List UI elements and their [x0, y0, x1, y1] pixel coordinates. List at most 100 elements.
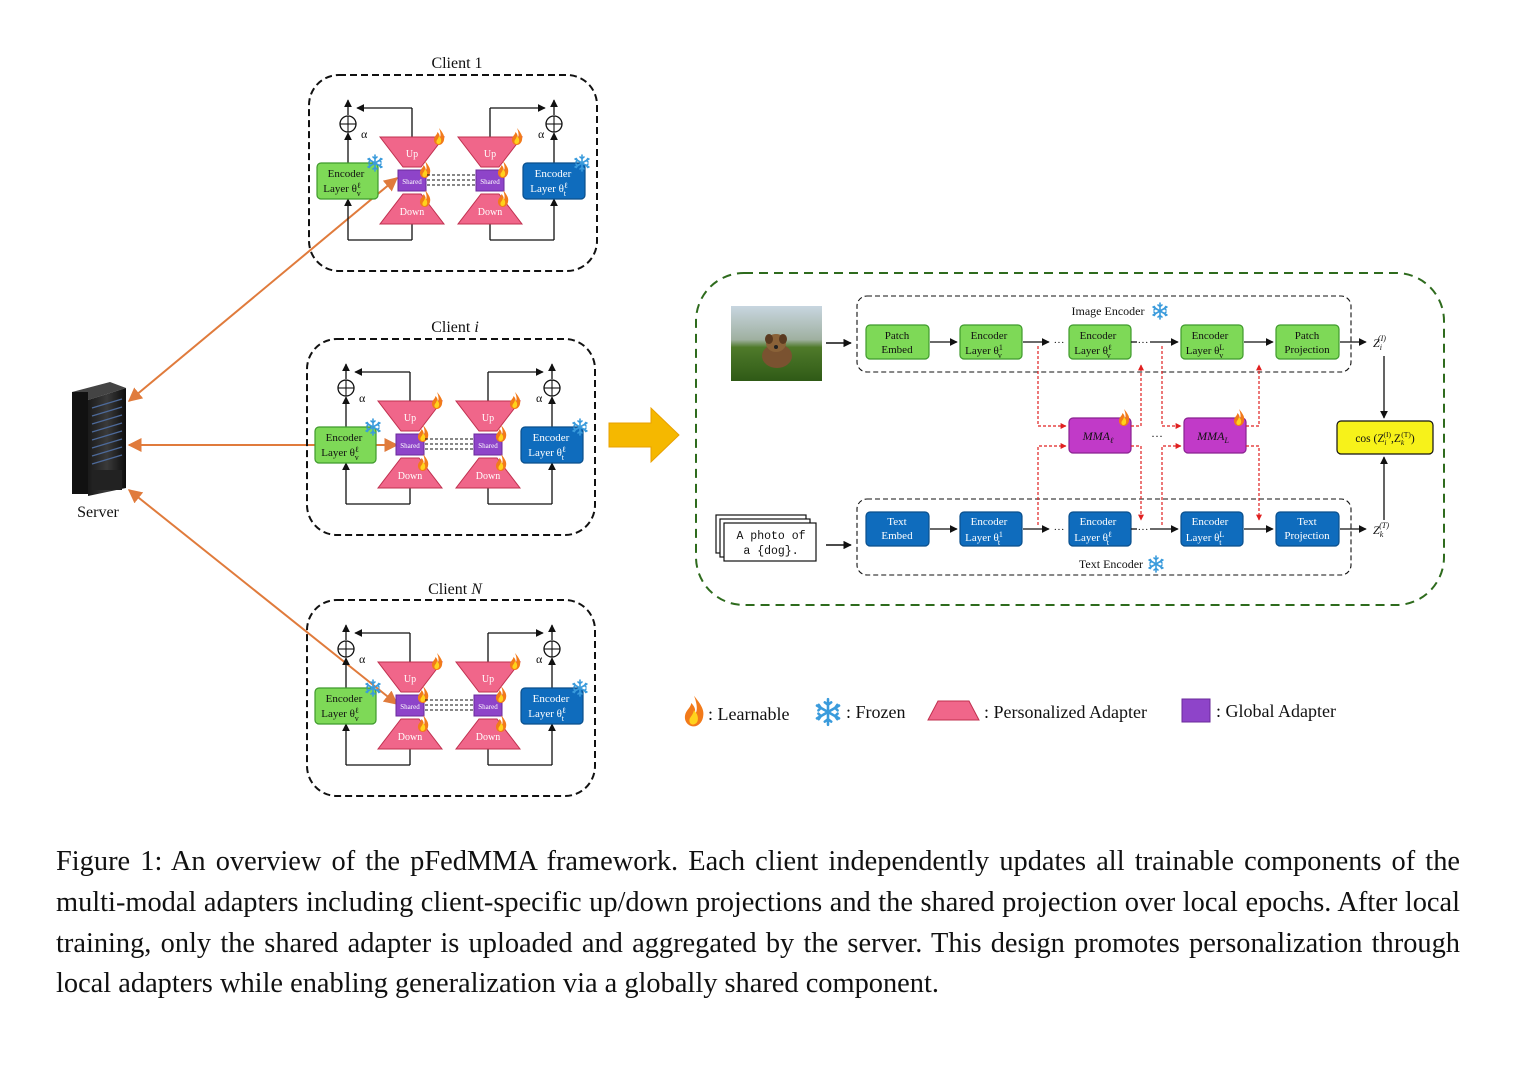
svg-text:Layer θ1t: Layer θ1t: [965, 530, 1003, 547]
enc-label: Layer θ: [965, 532, 999, 544]
flame-icon: [433, 128, 445, 145]
shared-link: [425, 438, 473, 450]
up-projection: [378, 136, 446, 168]
up-label: Up: [404, 674, 416, 685]
shared-label: Shared: [478, 442, 498, 450]
svg-text:Zk(T): Zk(T): [1373, 521, 1389, 539]
flame-icon: [509, 392, 521, 409]
enc-label: Encoder: [971, 516, 1008, 528]
encoder-layer-v-box: [316, 162, 379, 200]
cosine-similarity-box: [1336, 420, 1434, 455]
encoder-v-line1: Encoder: [326, 432, 363, 444]
enc-label: Encoder: [1080, 516, 1117, 528]
image-encoder-label: Image Encoder: [1072, 304, 1145, 318]
mma-L-box: [1183, 417, 1247, 454]
text-prompt-line2: a {dog}.: [743, 545, 798, 558]
flame-icon: [497, 190, 509, 207]
down-projection: [456, 193, 524, 225]
up-label: Up: [404, 413, 416, 424]
svg-text:MMAL: MMAL: [1196, 429, 1229, 445]
mma-l-label: MMA: [1082, 429, 1111, 443]
sub: t: [1107, 538, 1110, 547]
figure-caption: Figure 1: An overview of the pFedMMA fra…: [56, 846, 1460, 1000]
sub: t: [562, 453, 565, 462]
sub: t: [564, 189, 567, 198]
svg-text:Layer θℓt: Layer θℓt: [530, 181, 568, 198]
dots: ···: [1054, 337, 1065, 349]
down-label: Down: [400, 207, 424, 218]
text-projection-box: [1275, 511, 1340, 547]
flame-icon: [431, 392, 443, 409]
shared-label: Shared: [478, 703, 498, 711]
alpha-label: α: [359, 391, 366, 405]
text-encoder-layer-1: [959, 511, 1023, 547]
alpha-label: α: [361, 127, 368, 141]
text-embed-box: [865, 511, 930, 547]
server-icon: [72, 382, 126, 496]
sub: v: [355, 453, 359, 462]
enc-label: Encoder: [1080, 330, 1117, 342]
sup: (I): [1378, 334, 1386, 343]
sup: ℓ: [562, 445, 566, 454]
encoder-v-line2: Layer θ: [323, 183, 357, 195]
shared-label: Shared: [480, 178, 500, 186]
flame-icon: [511, 128, 523, 145]
svg-text:Layer θ1v: Layer θ1v: [965, 343, 1003, 360]
client-title-var: i: [474, 319, 478, 336]
down-label: Down: [476, 471, 500, 482]
encoder-layer-v-box: [314, 426, 377, 464]
dots: ···: [1138, 524, 1149, 536]
down-projection: [454, 457, 522, 489]
svg-text:Zi(I): Zi(I): [1373, 334, 1386, 352]
client-title: Client i: [431, 319, 479, 336]
sup: (T): [1401, 430, 1411, 439]
mma-l-box: [1068, 417, 1132, 454]
snowflake-icon: [815, 697, 841, 727]
flame-icon: [495, 454, 507, 471]
enc-label: Layer θ: [1186, 345, 1220, 357]
down-label: Down: [478, 207, 502, 218]
svg-text:MMAℓ: MMAℓ: [1082, 429, 1114, 445]
flame-icon: [495, 715, 507, 732]
flame-icon: [417, 454, 429, 471]
svg-text:Layer θLt: Layer θLt: [1186, 530, 1225, 547]
flame-icon: [1233, 409, 1245, 426]
flame-icon: [1118, 409, 1130, 426]
shared-link: [425, 699, 473, 711]
up-projection: [454, 400, 522, 432]
shared-adapter: [473, 694, 503, 717]
sup: ℓ: [1108, 343, 1112, 352]
up-projection: [376, 661, 444, 693]
image-encoder-layer-1: [959, 324, 1023, 360]
up-label: Up: [482, 674, 494, 685]
cos-close: ): [1411, 433, 1415, 445]
svg-text:Layer θℓv: Layer θℓv: [321, 706, 359, 723]
sub: ℓ: [1110, 436, 1114, 445]
personalized-adapter-swatch: [927, 700, 980, 721]
down-projection: [376, 457, 444, 489]
text-embed-line2: Embed: [881, 530, 913, 542]
server-label: Server: [77, 504, 119, 521]
legend-frozen: : Frozen: [846, 702, 905, 722]
encoder-t-line2: Layer θ: [530, 183, 564, 195]
image-encoder-box: [856, 295, 1352, 373]
sub: t: [562, 714, 565, 723]
encoder-layer-v-box: [314, 687, 377, 725]
shared-label: Shared: [400, 703, 420, 711]
cos-comma: ,Z: [1391, 433, 1401, 445]
legend-learnable: : Learnable: [708, 704, 789, 724]
client-title-prefix: Client: [428, 581, 471, 598]
text-prompt-line1: A photo of: [736, 530, 805, 543]
up-label: Up: [484, 149, 496, 160]
snowflake-icon: [1152, 302, 1168, 320]
client-frame: [308, 74, 598, 272]
encoder-t-line1: Encoder: [535, 168, 572, 180]
down-projection: [454, 718, 522, 750]
